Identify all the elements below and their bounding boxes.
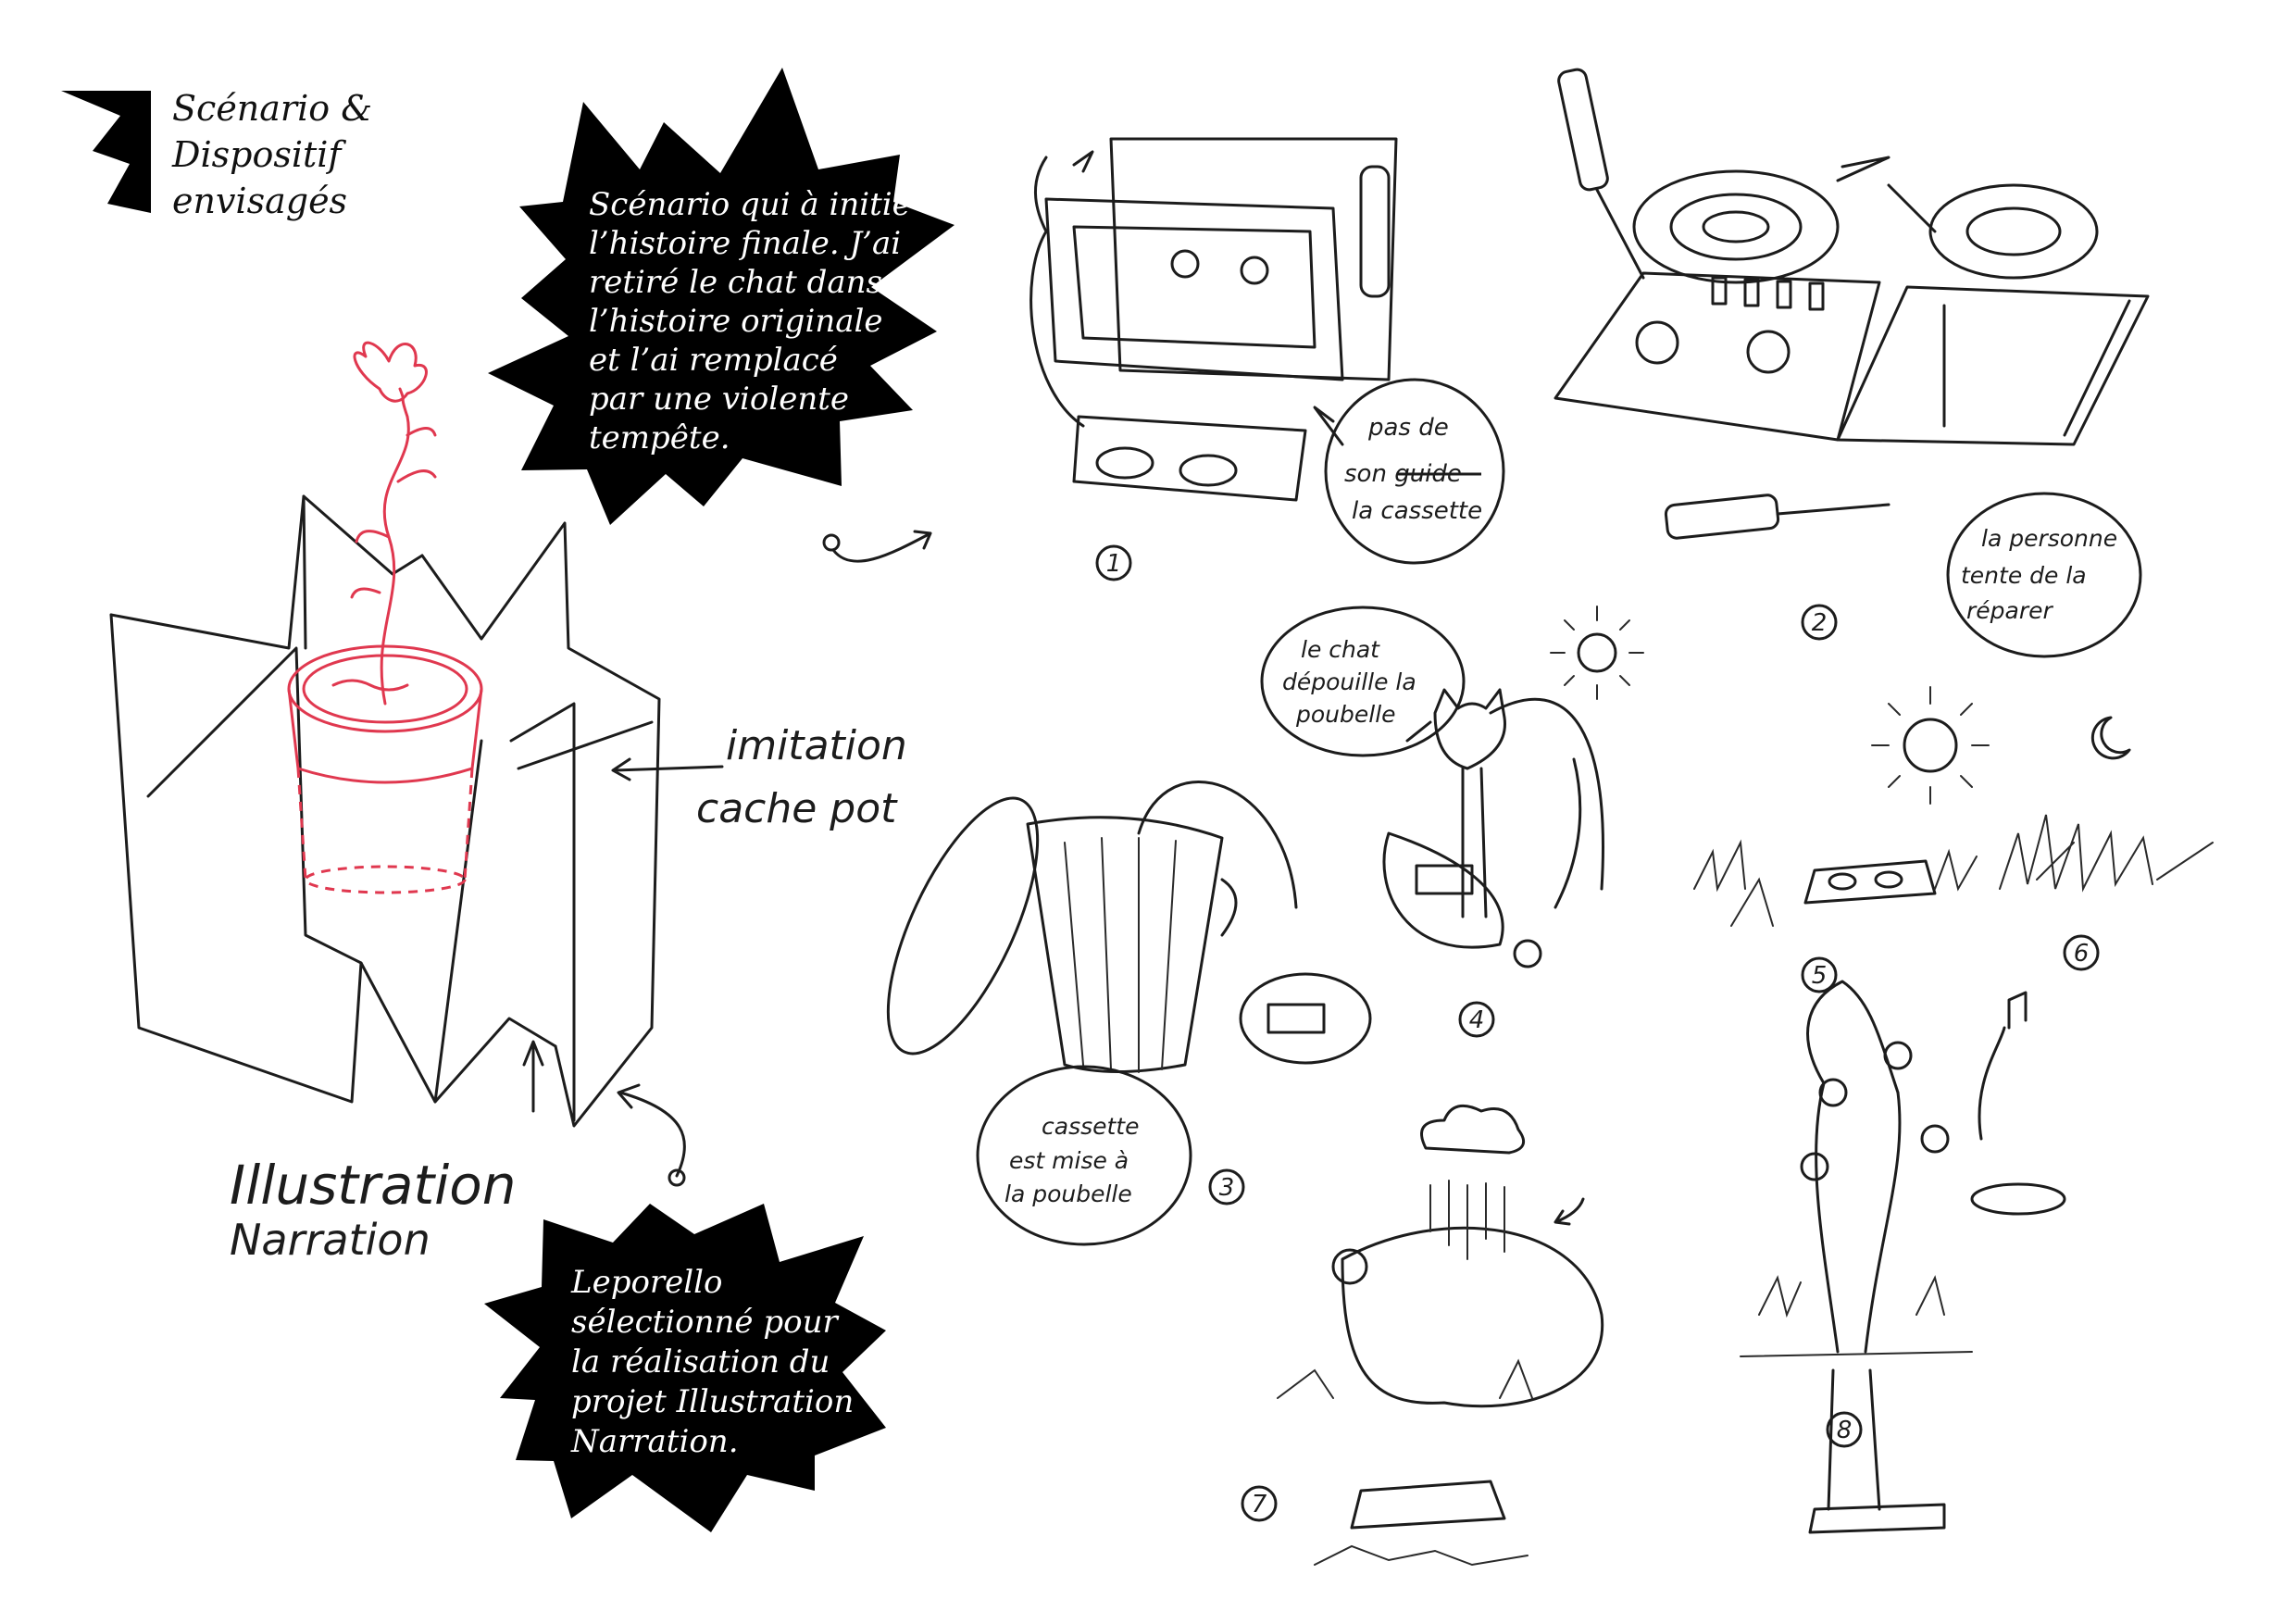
scene-5-sketch xyxy=(1693,686,1990,927)
handwritten-labels: imitation cache pot Illustration Narrati… xyxy=(230,414,2117,1265)
scene-7-sketch xyxy=(1277,1104,1604,1567)
bubble-4-line: poubelle xyxy=(1295,701,1396,728)
scene-1-sketch xyxy=(1029,137,1505,565)
step-number: 2 xyxy=(1812,609,1828,637)
callout-line: retiré le chat dans xyxy=(589,264,882,301)
scene-3-sketch xyxy=(886,781,1372,1246)
callout-line: sélectionné pour xyxy=(571,1304,838,1341)
callout-starburst-bottom xyxy=(484,1204,886,1532)
label-narration: Narration xyxy=(230,1215,430,1265)
title-line: Scénario & xyxy=(172,88,373,129)
callout-bottom-text: Leporello sélectionné pour la réalisatio… xyxy=(571,1263,854,1462)
bubble-4-line: dépouille la xyxy=(1282,668,1416,695)
bubble-2-line: tente de la xyxy=(1961,562,2087,589)
bubble-3-line: est mise à xyxy=(1009,1147,1129,1174)
title-line: Dispositif xyxy=(172,134,342,175)
callout-line: tempête. xyxy=(589,419,730,456)
callout-line: Narration. xyxy=(571,1423,739,1460)
bubble-3-line: cassette xyxy=(1042,1113,1139,1140)
callout-line: et l’ai remplacé xyxy=(589,342,838,379)
bubble-1-line: la cassette xyxy=(1352,497,1482,525)
bubble-1-line: pas de xyxy=(1367,414,1449,442)
step-numbers: 1 2 3 4 5 6 7 8 xyxy=(1095,544,2100,1522)
step-number: 5 xyxy=(1812,962,1828,990)
callout-line: projet Illustration xyxy=(571,1383,855,1420)
section-flag-icon xyxy=(61,91,151,213)
step-number: 7 xyxy=(1252,1491,1267,1518)
step-number: 6 xyxy=(2074,940,2090,968)
bubble-2-line: réparer xyxy=(1966,597,2054,624)
step-number: 8 xyxy=(1837,1417,1853,1444)
label-imitation: imitation xyxy=(726,722,907,769)
callout-top-text: Scénario qui à initié l’histoire finale.… xyxy=(589,185,911,457)
callout-starburst-top xyxy=(488,68,955,525)
callout-line: par une violente xyxy=(589,381,850,418)
label-illustration: Illustration xyxy=(230,1154,517,1217)
scene-4-sketch xyxy=(1260,606,1644,968)
callout-line: Leporello xyxy=(571,1264,723,1301)
step-number: 1 xyxy=(1106,550,1122,578)
callout-line: l’histoire originale xyxy=(589,303,883,340)
scene-2-sketch xyxy=(1554,68,2150,658)
callout-line: l’histoire finale. J’ai xyxy=(589,225,902,262)
scene-6-sketch xyxy=(1999,716,2214,893)
bubble-3-line: la poubelle xyxy=(1004,1181,1132,1207)
label-cache-pot: cache pot xyxy=(696,785,898,832)
scene-8-sketch xyxy=(1740,980,2066,1534)
callout-line: Scénario qui à initié xyxy=(589,186,911,223)
title-line: envisagés xyxy=(172,181,348,221)
step-number: 3 xyxy=(1219,1174,1235,1202)
bubble-2-line: la personne xyxy=(1981,525,2117,552)
section-title: Scénario & Dispositif envisagés xyxy=(172,85,372,224)
callout-line: la réalisation du xyxy=(571,1343,830,1380)
bubble-4-line: le chat xyxy=(1301,636,1380,663)
leporello-sketch xyxy=(109,341,932,1187)
step-number: 4 xyxy=(1469,1006,1485,1034)
